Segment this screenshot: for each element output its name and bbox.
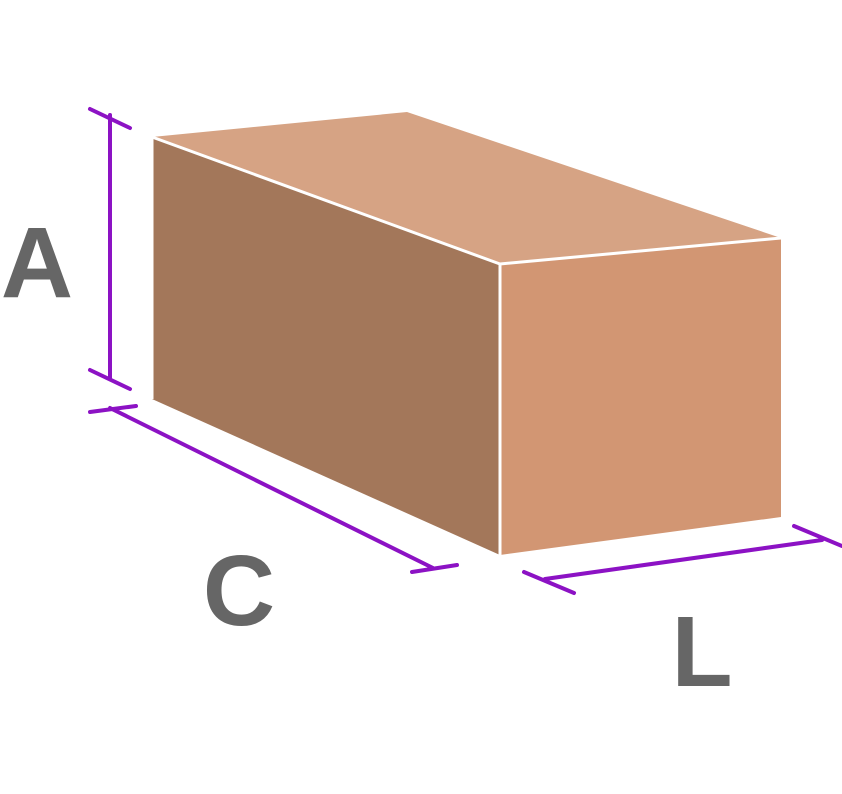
dimension-line-height [88,107,132,391]
label-width: L [671,596,732,708]
label-height: A [1,207,73,319]
box-side-face [500,238,781,555]
dimension-line-length [88,404,459,574]
dimension-line-width [522,524,842,595]
label-length: C [203,535,275,647]
box [150,112,782,555]
box-top-face [152,112,781,264]
box-front-face [152,137,500,555]
